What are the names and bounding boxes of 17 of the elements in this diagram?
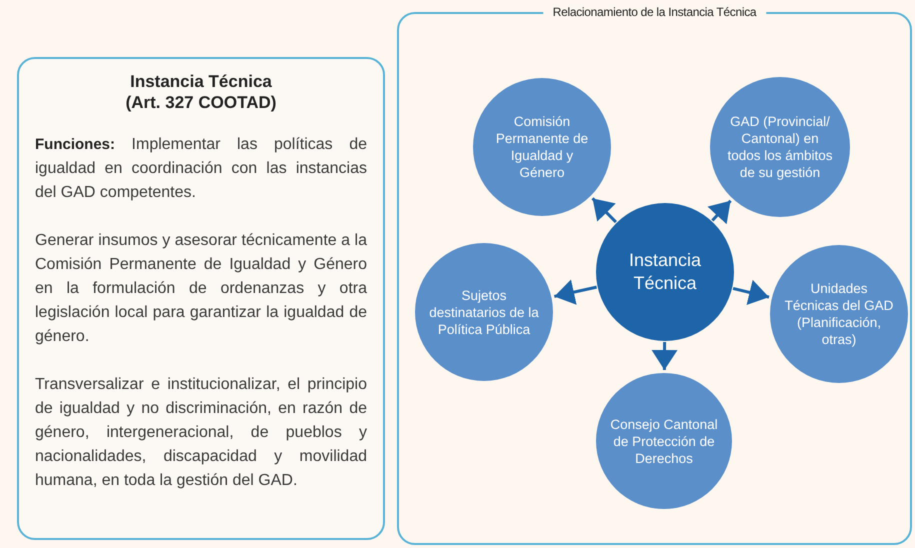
panel-heading: Relacionamiento de la Instancia Técnica xyxy=(542,5,766,19)
paragraph: Generar insumos y asesorar técnicamente a la Comisión Permanente de Igualdad y Género en la formulación de ordenanzas y otra legislación local para garantizar la igualdad de género. xyxy=(35,231,367,347)
circle-label: GAD (Provincial/ Cantonal) en todos los ámbitos de su gestión xyxy=(726,113,834,181)
paragraph: Transversalizar e institucionalizar, el principio de igualdad y no discriminación, en razón de género, intergeneracional, de pueblos y nacionalidades, discapacidad y movilidad humana, en toda la gestión del GAD. xyxy=(35,375,367,491)
circle-label: Unidades Técnicas del GAD (Planificación, otras) xyxy=(784,280,894,348)
paragraph: Funciones: Implementar las políticas de igualdad en coordinación con las instancias del GAD competentes. xyxy=(35,135,367,203)
circle-label: Instancia Técnica xyxy=(628,249,702,295)
arrow xyxy=(654,342,675,370)
arrow xyxy=(554,282,597,302)
arrow xyxy=(710,200,732,222)
circle-label: Consejo Cantonal de Protección de Derechos xyxy=(609,416,719,466)
arrow xyxy=(591,197,617,224)
circle-label: Sujetos destinatarios de la Política Pública xyxy=(428,286,540,338)
card-heading: Instancia Técnica (Art. 327 COOTAD) xyxy=(124,71,278,113)
info-card xyxy=(17,57,385,540)
arrow xyxy=(732,282,770,302)
circle-label: Comisión Permanente de Igualdad y Género xyxy=(494,113,590,181)
